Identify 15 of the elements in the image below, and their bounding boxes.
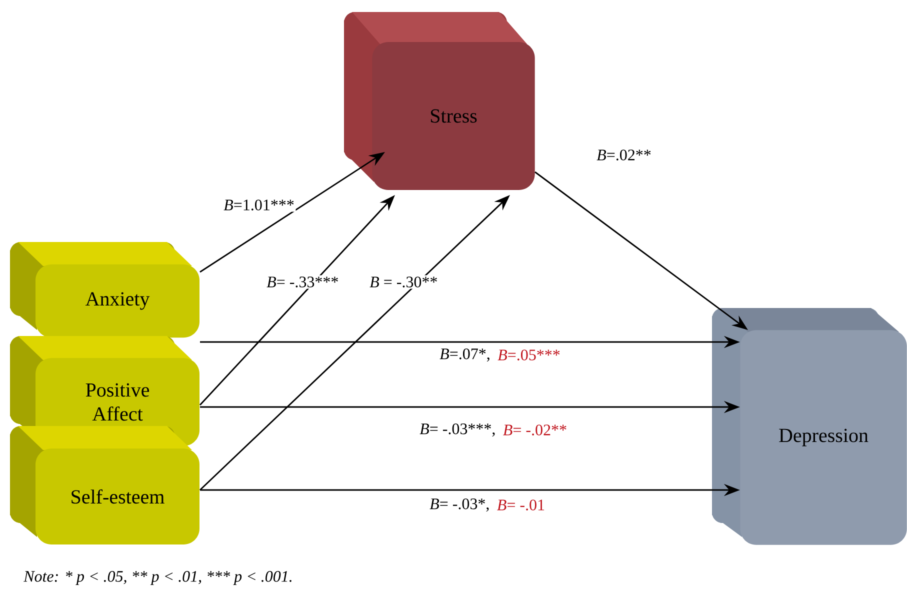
block-box: Anxiety — [10, 242, 200, 338]
edge-label: B=.07*, — [438, 347, 492, 363]
edge-label: B= -.03***, — [418, 422, 498, 438]
coefficient-label: B= -.02** — [503, 424, 566, 436]
coefficient-label: B=.05*** — [498, 350, 560, 360]
block-box: Stress — [344, 12, 535, 190]
edge-label: B= -.03*, — [428, 497, 492, 513]
edge-label: B= -.33*** — [265, 275, 340, 289]
edge-label: B=.02** — [595, 148, 653, 162]
coefficient-label: B= -.01 — [497, 500, 544, 510]
note: Note: * p < .05, ** p < .01, *** p < .001. — [23, 570, 292, 586]
edge-label: B = -.30** — [368, 275, 440, 289]
edge-label: B=1.01*** — [222, 198, 296, 212]
block-box: Depression — [712, 308, 907, 545]
block-box: Self-esteem — [10, 426, 200, 544]
